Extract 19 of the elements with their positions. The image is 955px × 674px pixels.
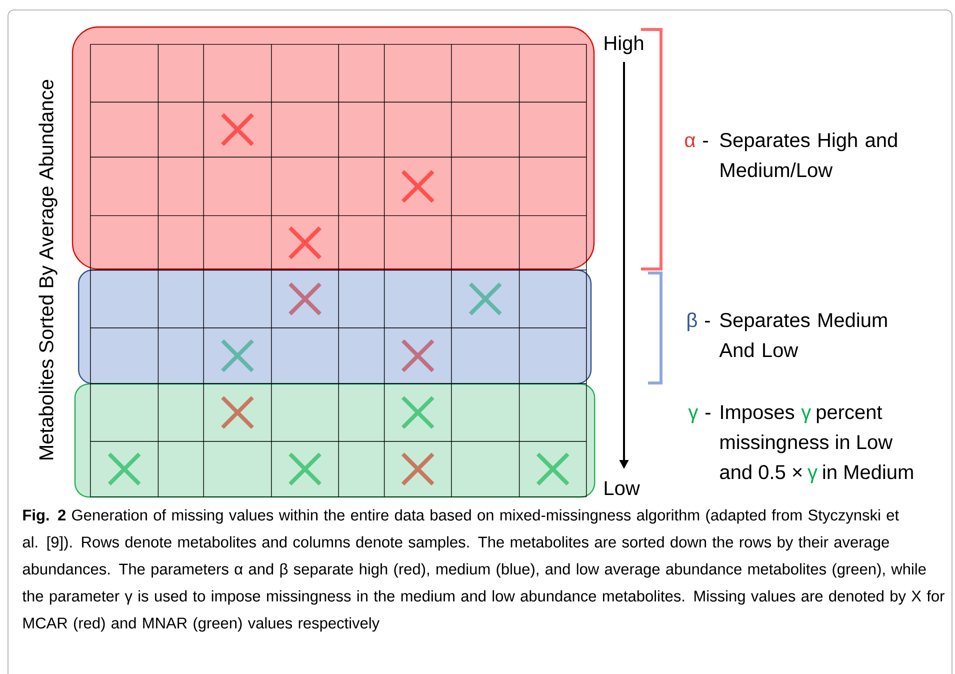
parameter-description: Imposes	[721, 405, 794, 424]
parameter-description: in Medium	[823, 464, 913, 480]
parameter-description: Separates Medium And Low	[719, 312, 887, 358]
scale-label: High	[604, 36, 644, 54]
parameter-description: and 0.5 ×	[720, 464, 802, 480]
parameter-symbol: γ	[688, 408, 698, 424]
dash: -	[705, 320, 710, 322]
axis-label: Metabolites Sorted By Average Abundance	[38, 80, 58, 460]
parameter-symbol: γ	[808, 468, 818, 484]
parameter-symbol: β	[688, 312, 697, 332]
parameter-symbol: γ	[801, 408, 812, 424]
caption: Fig. 2 Generation of missing values within the entire data based on mixed-missingness algorithm (adapted from Styczynski et al. [9]). Rows denote metabolites and columns denote samples. The metabolites are sorted down the rows by their average abundances. The parameters α and β separate high (red), medium (blue), and low average abundance metabolites (green), while the parameter γ is used to impose missingness in the medium and low abundance metabolites. Missing values are denoted by X for MCAR (red) and MNAR (green) values respectively	[22, 509, 944, 632]
parameter-description: missingness in Low	[720, 434, 893, 454]
parameter-description: Separates High and Medium/Low	[720, 132, 897, 178]
parameter-description: percent	[816, 406, 882, 424]
parameter-symbol: α	[685, 136, 696, 148]
dash: -	[706, 412, 710, 414]
scale-label: Low	[604, 481, 640, 496]
dash: -	[703, 140, 708, 142]
